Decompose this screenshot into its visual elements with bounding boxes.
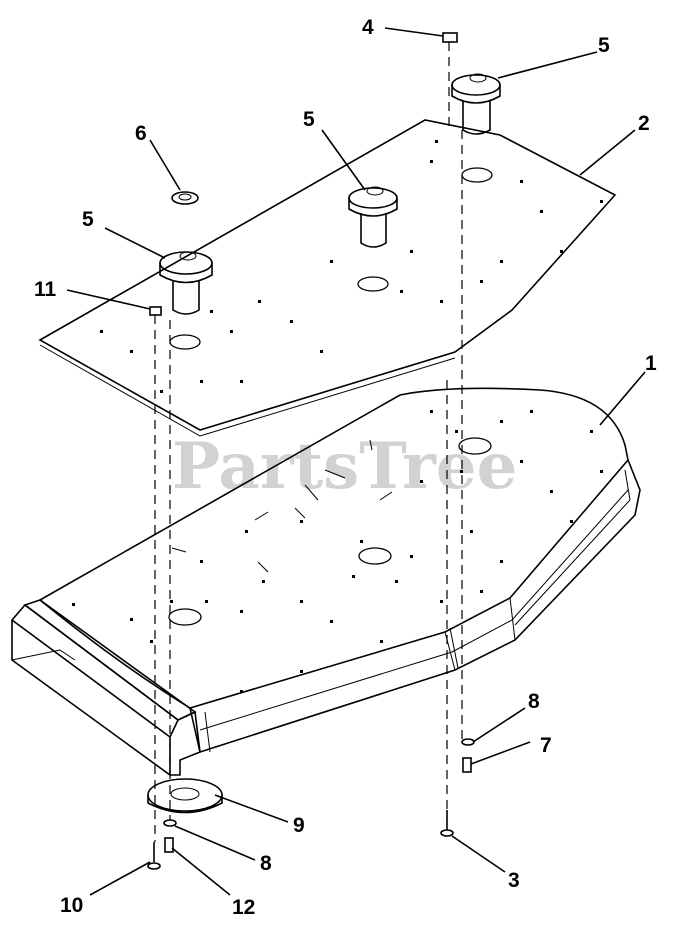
callout-5-left: 5: [82, 208, 94, 231]
callout-labels: 4 5 2 5 6 5 11 1 8 7 9 8 3 10 12: [34, 16, 657, 919]
bearing-flange: [147, 778, 223, 814]
bolt-part-10: [147, 842, 161, 870]
bolt-part-12: [164, 837, 174, 853]
nut-part-4: [442, 32, 458, 43]
callout-8-right: 8: [528, 690, 540, 713]
assembly-axes: [154, 42, 463, 842]
callout-5-center: 5: [303, 108, 315, 131]
leader-lines: [66, 27, 646, 896]
callout-9: 9: [293, 814, 305, 837]
bolt-part-7: [462, 757, 472, 773]
callout-8-left: 8: [260, 852, 272, 875]
bolt-part-3: [440, 810, 454, 837]
spindle-left: [159, 251, 213, 315]
deck-top-plate: [38, 119, 617, 437]
callout-6: 6: [135, 122, 147, 145]
callout-1: 1: [645, 352, 657, 375]
callout-2: 2: [638, 112, 650, 135]
callout-11: 11: [34, 278, 57, 301]
bushing-part: [171, 191, 199, 205]
washer-right: [461, 738, 475, 746]
nut-part-11: [149, 306, 162, 316]
callout-4: 4: [362, 16, 374, 39]
callout-10: 10: [60, 894, 83, 917]
spindle-right: [451, 73, 501, 135]
callout-3: 3: [508, 869, 520, 892]
washer-left: [163, 819, 177, 827]
callout-5-right: 5: [598, 34, 610, 57]
spindle-center: [348, 186, 398, 248]
callout-12: 12: [232, 896, 255, 919]
callout-7: 7: [540, 734, 552, 757]
